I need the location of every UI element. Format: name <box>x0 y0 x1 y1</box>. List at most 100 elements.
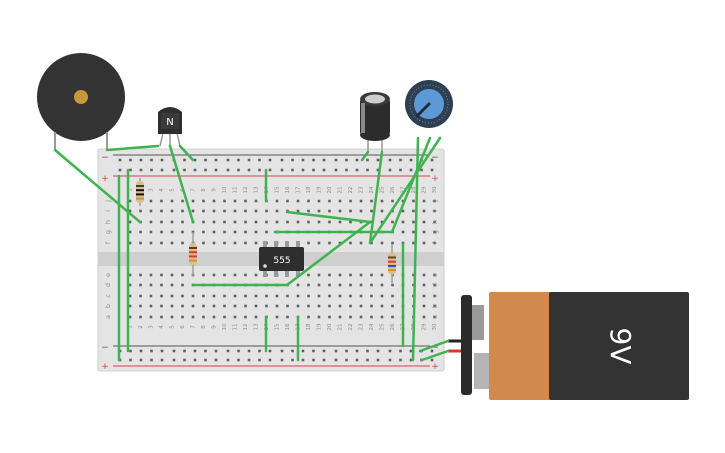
rail-hole[interactable] <box>204 168 207 172</box>
terminal-hole[interactable] <box>328 199 331 203</box>
terminal-hole[interactable] <box>328 220 331 224</box>
terminal-hole[interactable] <box>181 220 184 224</box>
rail-hole[interactable] <box>345 158 348 162</box>
terminal-hole[interactable] <box>160 209 163 213</box>
terminal-hole[interactable] <box>317 241 321 245</box>
terminal-hole[interactable] <box>149 315 153 319</box>
terminal-hole[interactable] <box>170 315 174 319</box>
terminal-hole[interactable] <box>380 209 384 213</box>
terminal-hole[interactable] <box>139 294 142 298</box>
rail-hole[interactable] <box>334 168 338 172</box>
terminal-hole[interactable] <box>202 209 205 213</box>
rail-hole[interactable] <box>268 349 272 353</box>
jumper-wire[interactable] <box>368 136 442 245</box>
rail-hole[interactable] <box>430 168 434 172</box>
terminal-hole[interactable] <box>191 209 195 213</box>
terminal-hole[interactable] <box>202 220 205 224</box>
terminal-hole[interactable] <box>139 315 142 319</box>
terminal-hole[interactable] <box>317 283 321 287</box>
terminal-hole[interactable] <box>254 315 258 319</box>
rail-hole[interactable] <box>345 349 348 353</box>
rail-hole[interactable] <box>160 158 164 162</box>
terminal-hole[interactable] <box>317 220 321 224</box>
terminal-hole[interactable] <box>328 273 331 277</box>
terminal-hole[interactable] <box>244 220 247 224</box>
terminal-hole[interactable] <box>170 209 174 213</box>
terminal-hole[interactable] <box>338 294 342 298</box>
terminal-hole[interactable] <box>254 209 258 213</box>
terminal-hole[interactable] <box>233 315 237 319</box>
terminal-hole[interactable] <box>370 304 373 308</box>
terminal-hole[interactable] <box>307 283 310 287</box>
terminal-hole[interactable] <box>128 241 132 245</box>
terminal-hole[interactable] <box>233 273 237 277</box>
terminal-hole[interactable] <box>170 273 174 277</box>
terminal-hole[interactable] <box>359 304 363 308</box>
terminal-hole[interactable] <box>212 230 216 234</box>
terminal-hole[interactable] <box>212 199 216 203</box>
rail-hole[interactable] <box>183 358 186 362</box>
terminal-hole[interactable] <box>317 273 321 277</box>
rail-hole[interactable] <box>430 358 434 362</box>
terminal-hole[interactable] <box>181 283 184 287</box>
npn-transistor[interactable]: N <box>158 107 182 147</box>
terminal-hole[interactable] <box>412 199 415 203</box>
terminal-hole[interactable] <box>412 209 415 213</box>
rail-hole[interactable] <box>280 358 284 362</box>
terminal-hole[interactable] <box>202 199 205 203</box>
terminal-hole[interactable] <box>433 230 436 234</box>
terminal-hole[interactable] <box>212 304 216 308</box>
terminal-hole[interactable] <box>296 294 300 298</box>
terminal-hole[interactable] <box>181 230 184 234</box>
terminal-hole[interactable] <box>128 199 132 203</box>
rail-hole[interactable] <box>268 168 272 172</box>
rail-hole[interactable] <box>312 158 315 162</box>
rail-hole[interactable] <box>409 168 413 172</box>
rail-hole[interactable] <box>409 158 413 162</box>
terminal-hole[interactable] <box>254 241 258 245</box>
terminal-hole[interactable] <box>149 220 153 224</box>
terminal-hole[interactable] <box>380 294 384 298</box>
jumper-wire[interactable] <box>178 144 195 162</box>
terminal-hole[interactable] <box>160 315 163 319</box>
terminal-hole[interactable] <box>433 241 436 245</box>
terminal-hole[interactable] <box>422 199 426 203</box>
terminal-hole[interactable] <box>380 315 384 319</box>
jumper-wire[interactable] <box>368 150 384 245</box>
rail-hole[interactable] <box>301 358 305 362</box>
jumper-wire[interactable] <box>191 220 372 287</box>
jumper-wire[interactable] <box>105 144 160 152</box>
terminal-hole[interactable] <box>307 315 310 319</box>
terminal-hole[interactable] <box>254 273 258 277</box>
terminal-hole[interactable] <box>160 220 163 224</box>
rail-hole[interactable] <box>280 168 284 172</box>
rail-hole[interactable] <box>183 158 186 162</box>
terminal-hole[interactable] <box>433 283 436 287</box>
terminal-hole[interactable] <box>128 294 132 298</box>
terminal-hole[interactable] <box>286 304 289 308</box>
terminal-hole[interactable] <box>422 294 426 298</box>
terminal-hole[interactable] <box>338 241 342 245</box>
terminal-hole[interactable] <box>128 209 132 213</box>
terminal-hole[interactable] <box>401 209 405 213</box>
terminal-hole[interactable] <box>370 273 373 277</box>
terminal-hole[interactable] <box>349 283 352 287</box>
rail-hole[interactable] <box>334 349 338 353</box>
terminal-hole[interactable] <box>160 294 163 298</box>
rail-hole[interactable] <box>280 158 284 162</box>
rail-hole[interactable] <box>366 358 369 362</box>
terminal-hole[interactable] <box>265 230 268 234</box>
rail-hole[interactable] <box>355 358 359 362</box>
terminal-hole[interactable] <box>380 304 384 308</box>
terminal-hole[interactable] <box>359 315 363 319</box>
rail-hole[interactable] <box>214 358 218 362</box>
terminal-hole[interactable] <box>212 294 216 298</box>
rail-hole[interactable] <box>193 158 197 162</box>
terminal-hole[interactable] <box>317 304 321 308</box>
terminal-hole[interactable] <box>401 199 405 203</box>
terminal-hole[interactable] <box>391 241 394 245</box>
terminal-hole[interactable] <box>202 304 205 308</box>
rail-hole[interactable] <box>193 358 197 362</box>
rail-hole[interactable] <box>204 349 207 353</box>
terminal-hole[interactable] <box>223 199 226 203</box>
